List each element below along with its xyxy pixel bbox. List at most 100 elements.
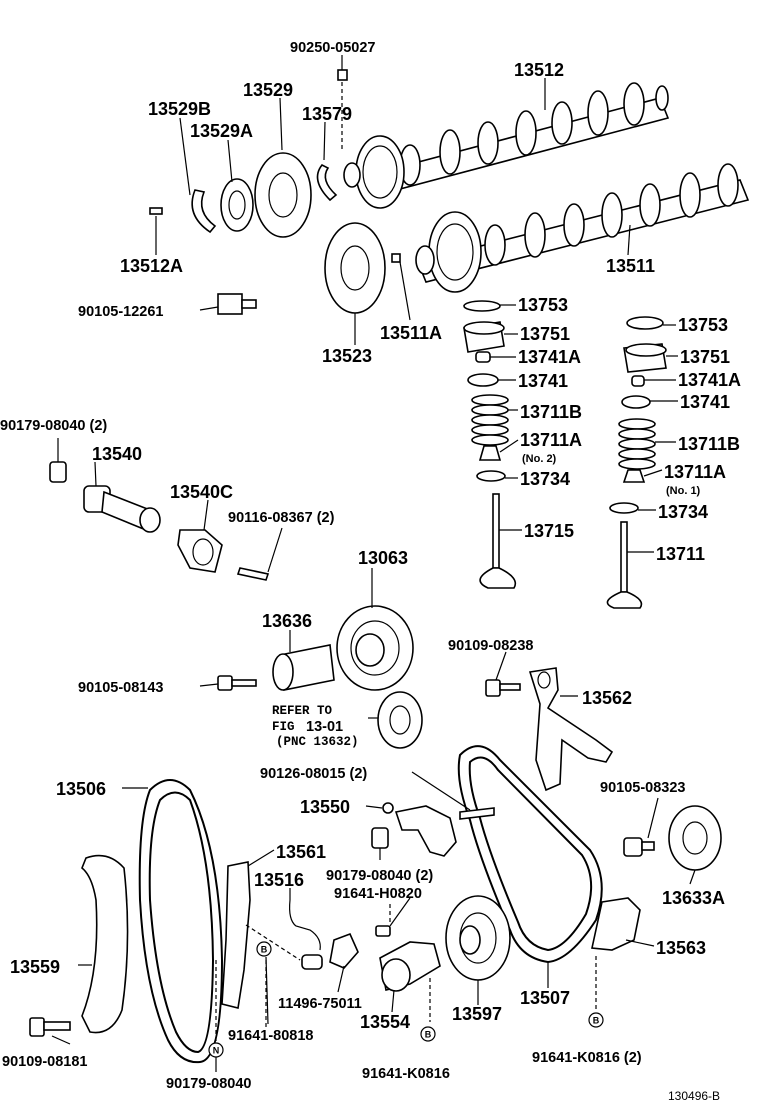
label-90105-12261: 90105-12261 (78, 304, 163, 320)
label-90250-05027: 90250-05027 (290, 40, 375, 56)
spring-13516 (289, 899, 323, 970)
pin-91641-h0820 (375, 925, 391, 937)
label-13636: 13636 (262, 611, 312, 631)
gear-13523 (324, 222, 386, 314)
gear-13529 (254, 152, 312, 238)
label-91641-h0820: 91641-H0820 (334, 886, 422, 902)
label-no1: (No. 1) (666, 485, 701, 497)
gear-13632-ref (377, 691, 423, 749)
label-91641-k0816: 91641-K0816 (362, 1066, 450, 1082)
pin-13511a (391, 253, 401, 263)
label-11496-75011: 11496-75011 (278, 996, 362, 1012)
pin-13512a (149, 207, 163, 215)
label-13512a: 13512A (120, 256, 183, 276)
label-91641-k0816-2: 91641-K0816 (2) (532, 1050, 642, 1066)
label-13540: 13540 (92, 444, 142, 464)
label-13579: 13579 (302, 104, 352, 124)
label-13711: 13711 (656, 544, 705, 564)
label-13734-left: 13734 (520, 469, 570, 489)
nut-90179-lower (371, 827, 389, 849)
bolt-90109-08181 (29, 1017, 71, 1037)
marker-n: N (208, 1042, 224, 1058)
label-90109-08181: 90109-08181 (2, 1054, 87, 1070)
label-13563: 13563 (656, 938, 706, 958)
label-13529: 13529 (243, 80, 293, 100)
timing-chain-13507 (457, 745, 603, 964)
snap-ring-13529b (191, 189, 217, 234)
label-13063: 13063 (358, 548, 408, 568)
marker-b-left: B (256, 941, 272, 957)
label-90105-08323: 90105-08323 (600, 780, 685, 796)
label-13633a: 13633A (662, 888, 725, 908)
label-90126-08015: 90126-08015 (2) (260, 766, 367, 782)
exhaust-camshaft (343, 82, 670, 209)
label-13562: 13562 (582, 688, 632, 708)
label-13751-left: 13751 (520, 324, 570, 344)
bolt-90105-08143 (217, 675, 257, 691)
label-13516: 13516 (254, 870, 304, 890)
gear-13633a (668, 805, 722, 871)
leader-lines (51, 55, 696, 1072)
label-13753-right: 13753 (678, 315, 728, 335)
label-13554: 13554 (360, 1012, 410, 1032)
label-fig: FIG (272, 720, 295, 734)
label-13741-left: 13741 (518, 371, 568, 391)
label-13511a: 13511A (380, 323, 442, 343)
label-13512: 13512 (514, 60, 564, 80)
bushing-13636 (272, 644, 335, 691)
gasket-13540c (177, 529, 223, 573)
bolt-90105-08323 (623, 837, 655, 857)
damper-13563 (591, 897, 641, 951)
bolt-90109-08238 (485, 679, 521, 697)
label-91641-80818: 91641-80818 (228, 1028, 313, 1044)
label-13550: 13550 (300, 797, 350, 817)
label-13741a-right: 13741A (678, 370, 741, 390)
label-pnc: (PNC 13632) (276, 735, 359, 749)
label-90179-08040-2-upper: 90179-08040 (2) (0, 418, 107, 434)
label-13711b-right: 13711B (678, 434, 740, 454)
label-13506: 13506 (56, 779, 106, 799)
label-13529a: 13529A (190, 121, 253, 141)
chain-slipper-13561 (221, 861, 251, 1009)
label-13597: 13597 (452, 1004, 502, 1024)
part-labels: 90250-05027 13512 13529 13529B 13579 135… (0, 40, 741, 1103)
label-refer-to: REFER TO (272, 704, 333, 718)
label-13753-left: 13753 (518, 295, 568, 315)
valve-assembly-left (463, 300, 517, 589)
label-13734-right: 13734 (658, 502, 708, 522)
label-13711a-right: 13711A (664, 462, 726, 482)
label-13751-right: 13751 (680, 347, 730, 367)
bolt-90105-12261 (217, 293, 257, 315)
svg-text:B: B (593, 1016, 600, 1026)
label-90116-08367: 90116-08367 (2) (228, 510, 335, 526)
figure-id: 130496-B (668, 1089, 720, 1103)
timing-chain-13506 (138, 779, 224, 1064)
crank-sprocket-13597 (445, 895, 511, 981)
label-13561: 13561 (276, 842, 326, 862)
nut-90179-upper (49, 461, 67, 483)
label-13511: 13511 (606, 256, 655, 276)
label-13523: 13523 (322, 346, 372, 366)
label-13711a-left: 13711A (520, 430, 582, 450)
label-13540c: 13540C (170, 482, 233, 502)
label-13715: 13715 (524, 521, 574, 541)
washer-13529a (220, 178, 254, 232)
svg-text:N: N (213, 1046, 220, 1056)
label-90179-08040-2-lower: 90179-08040 (2) (326, 868, 433, 884)
label-13741-right: 13741 (680, 392, 730, 412)
label-13529b: 13529B (148, 99, 211, 119)
tensioner-13550 (382, 802, 495, 857)
valve-assembly-right (606, 316, 667, 609)
plate-11496-75011 (329, 932, 359, 969)
label-13711b-left: 13711B (520, 402, 582, 422)
svg-text:B: B (425, 1030, 432, 1040)
label-13559: 13559 (10, 957, 60, 977)
marker-b-right: B (588, 1012, 604, 1028)
label-fig-no: 13-01 (306, 719, 343, 735)
intake-camshaft (415, 163, 750, 293)
chain-guide-13559 (81, 854, 129, 1034)
oil-control-valve-13540 (83, 485, 161, 533)
label-90109-08238: 90109-08238 (448, 638, 533, 654)
pin-90250 (337, 69, 348, 81)
